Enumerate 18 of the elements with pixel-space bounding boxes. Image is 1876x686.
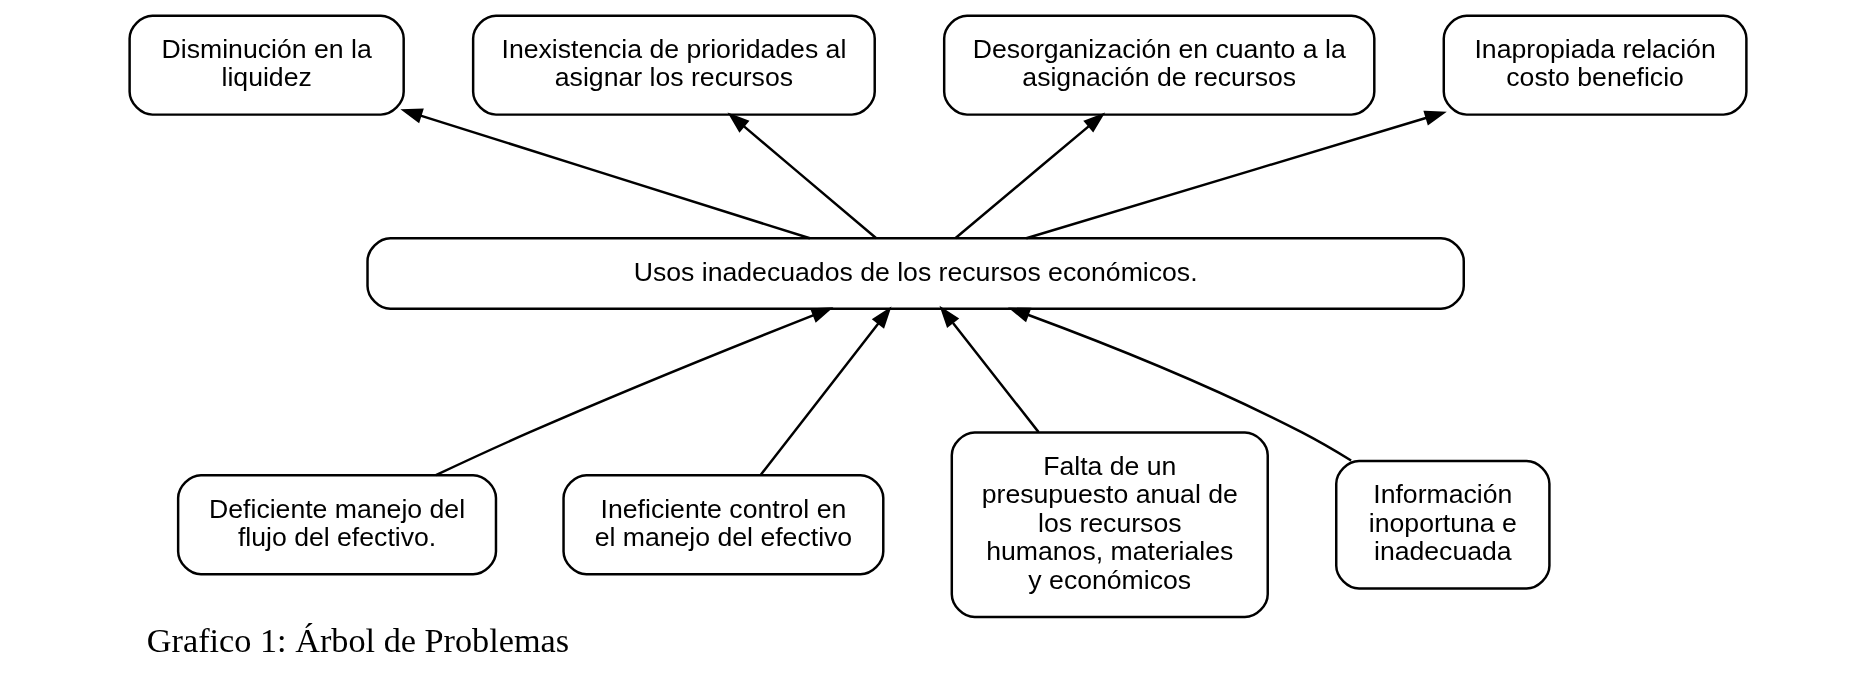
arrow — [1008, 307, 1352, 462]
node-box: Deficiente manejo del flujo del efectivo. — [176, 474, 498, 576]
node-box: Disminución en la liquidez — [128, 14, 405, 116]
node-box: Inexistencia de prioridades al asignar los recursos — [471, 14, 876, 116]
arrow — [939, 305, 1040, 433]
arrow — [759, 306, 892, 476]
caption: Grafico 1: Árbol de Problemas — [146, 621, 570, 660]
node-box: Inapropiada relación costo beneficio — [1442, 14, 1748, 116]
arrow — [400, 108, 811, 240]
node-box: Falta de un presupuesto anual de los recursos humanos, materiales y económicos — [950, 431, 1269, 619]
node-box: Desorganización en cuanto a la asignación de recursos — [942, 14, 1376, 116]
arrow — [1025, 110, 1447, 240]
node-box: Información inoportuna e inadecuada — [1335, 459, 1551, 590]
arrow — [954, 112, 1106, 240]
arrow — [727, 112, 878, 240]
node-box: Usos inadecuados de los recursos económicos. — [366, 237, 1465, 310]
arrow — [435, 307, 834, 477]
node-box: Ineficiente control en el manejo del efectivo — [562, 474, 885, 576]
